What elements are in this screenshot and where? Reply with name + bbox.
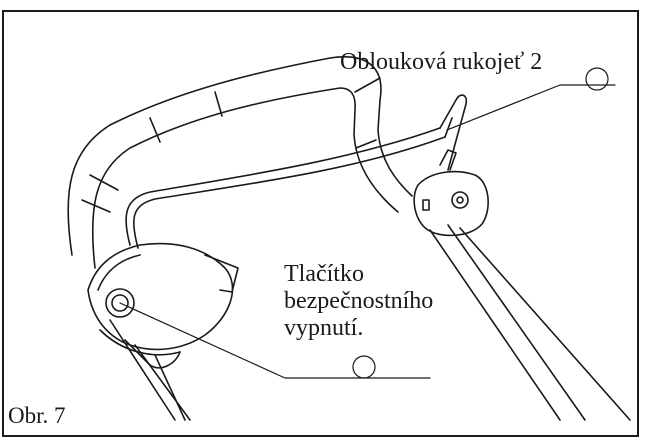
callout-handle-leader xyxy=(446,67,616,131)
figure-number: Obr. 7 xyxy=(8,403,66,428)
figure-frame xyxy=(2,10,639,437)
safety-switch-housing xyxy=(87,242,239,369)
callout-button-leader xyxy=(119,302,431,379)
right-pivot-box xyxy=(413,149,489,237)
safety-button-label-line-1: Tlačítko xyxy=(284,261,364,287)
safety-button-callout-label: Tlačítko bezpečnostního vypnutí. xyxy=(284,261,433,342)
handle-legs xyxy=(109,224,631,421)
safety-button-label-line-3: vypnutí. xyxy=(284,315,364,341)
safety-button-label-line-2: bezpečnostního xyxy=(284,288,434,314)
handle-callout-label: Oblouková rukojeť 2 xyxy=(340,49,543,75)
control-cable xyxy=(125,94,468,249)
